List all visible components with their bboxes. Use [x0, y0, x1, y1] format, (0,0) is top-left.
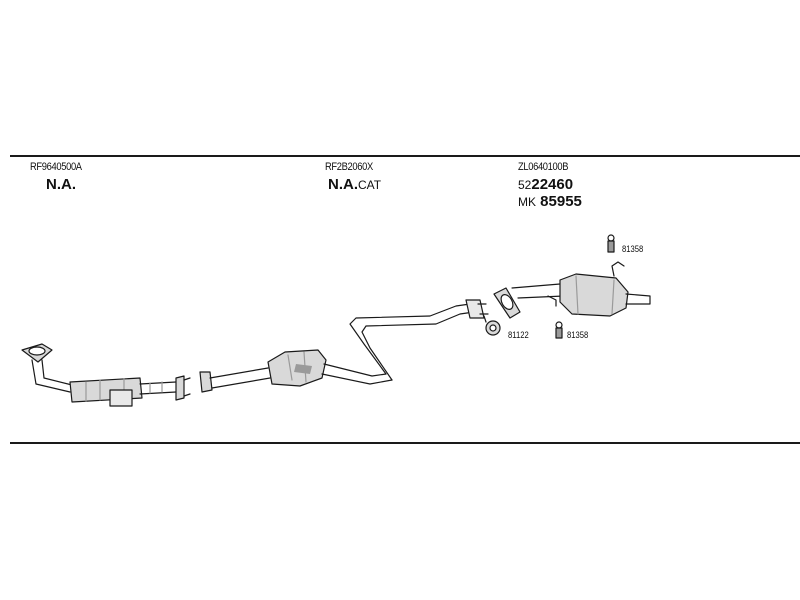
rear-silencer-code: ZL0640100B	[518, 161, 569, 173]
catalyst-code: RF2B2060X	[325, 161, 373, 173]
hanger-mid-part: 81358	[567, 330, 589, 340]
top-divider	[10, 155, 800, 157]
front-pipe-code: RF9640500A	[30, 161, 82, 173]
clamp-ring	[483, 315, 501, 336]
clamp-ring-part: 81122	[508, 330, 529, 340]
hanger-top-part: 81358	[622, 244, 644, 254]
catalyst	[199, 299, 489, 393]
rear-silencer	[493, 261, 651, 319]
hanger-top	[607, 234, 615, 253]
bottom-divider	[10, 442, 800, 444]
hanger-mid	[555, 321, 563, 339]
front-pipe-label: N.A.	[46, 176, 76, 193]
front-pipe	[21, 343, 191, 407]
rear-silencer-alt-number: MK 85955	[518, 193, 582, 210]
catalyst-label: N.A.CAT	[328, 176, 382, 193]
rear-silencer-number: 5222460	[518, 176, 574, 193]
